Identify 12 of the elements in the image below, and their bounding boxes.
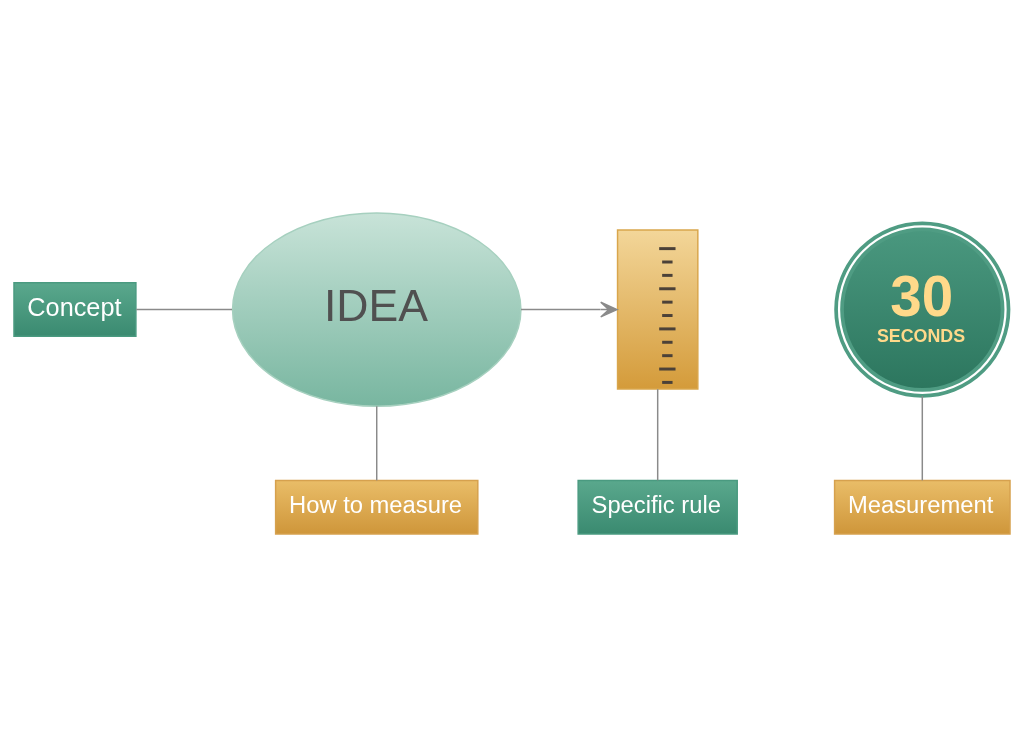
node-box: Measurement [833,479,1011,535]
node-picture [616,229,699,390]
node-box: Concept [13,282,137,338]
connector [656,388,659,482]
node-box: How to measure [274,479,479,535]
node-ellipse: IDEA [231,212,522,407]
node-box: Specific rule [577,479,738,535]
connector [135,308,233,311]
connector [921,395,924,482]
connector [375,405,378,482]
node-circle: 30 SECONDS [834,221,1011,398]
arrow [520,301,618,318]
